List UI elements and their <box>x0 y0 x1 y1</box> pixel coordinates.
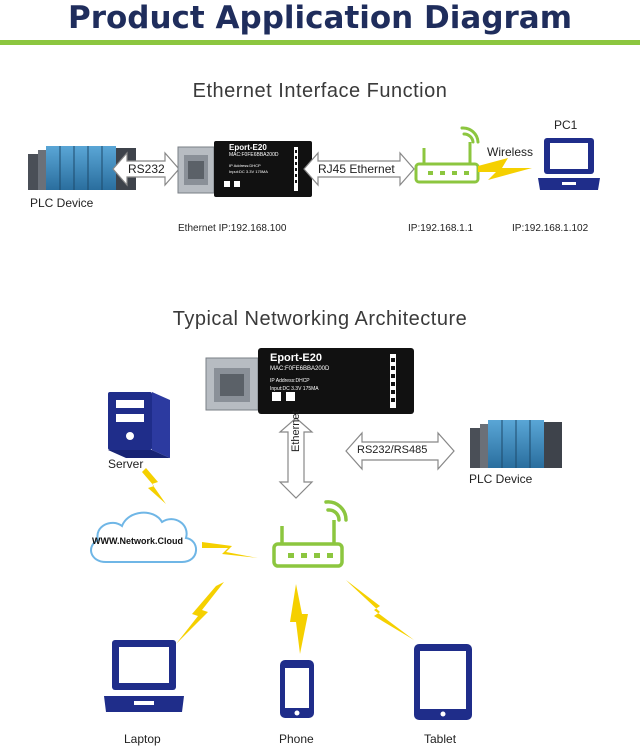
module-model-label-main: Eport-E20 <box>270 352 322 364</box>
phone-label: Phone <box>279 732 314 746</box>
module-power-label-main: Input:DC 3.3V 175MA <box>270 386 319 392</box>
laptop-label: Laptop <box>124 732 161 746</box>
module-mac-label-main: MAC:F0FE6BBA200D <box>270 366 330 372</box>
ethernet-module-icon <box>177 141 312 197</box>
bolt-router-tablet <box>346 580 414 640</box>
module-model-label: Eport-E20 <box>229 143 267 152</box>
module-power-label: Input:DC 3.3V 175MA <box>229 169 268 174</box>
router-icon-main <box>272 500 348 568</box>
ethernet-module-icon-main <box>205 348 414 414</box>
plc-device-label: PLC Device <box>30 196 94 210</box>
laptop-icon <box>104 640 184 712</box>
rj45-arrow <box>303 151 415 187</box>
plc-device-icon-2 <box>470 420 562 468</box>
bolt-cloud-router <box>202 542 258 558</box>
pc1-label: PC1 <box>554 118 578 132</box>
ethernet-arrow <box>278 417 314 499</box>
cloud-label: WWW.Network.Cloud <box>92 536 183 546</box>
rs232-label: RS232 <box>128 162 165 176</box>
pc-laptop-icon <box>538 138 600 190</box>
section-title-ethernet-interface: Ethernet Interface Function <box>192 80 448 102</box>
cloud-icon <box>90 511 197 563</box>
rs232-rs485-label: RS232/RS485 <box>357 444 428 456</box>
wireless-label: Wireless <box>487 145 534 159</box>
server-label: Server <box>108 457 144 471</box>
router-ip-label: IP:192.168.1.1 <box>408 223 474 234</box>
page-title: Product Application Diagram <box>67 0 573 36</box>
bolt-server-cloud <box>142 468 166 504</box>
plc-device-icon <box>28 146 136 190</box>
tablet-label: Tablet <box>424 732 457 746</box>
rs232-rs485-arrow <box>345 431 455 471</box>
phone-icon <box>280 660 314 718</box>
router-icon <box>414 126 480 184</box>
bolt-router-laptop <box>176 582 224 644</box>
module-ip-mode-label: IP Address:DHCP <box>229 163 261 168</box>
section-title-networking-architecture: Typical Networking Architecture <box>172 308 468 330</box>
module-ip-mode-label-main: IP Address:DHCP <box>270 378 310 384</box>
module-ip-label: Ethernet IP:192.168.100 <box>178 223 287 234</box>
pc-ip-label: IP:192.168.1.102 <box>512 223 589 234</box>
server-icon <box>108 392 170 458</box>
module-mac-label: MAC:F0FE6BBA200D <box>229 152 279 158</box>
title-underline <box>0 40 640 45</box>
tablet-icon <box>414 644 472 720</box>
rj45-ethernet-label: RJ45 Ethernet <box>318 162 395 176</box>
bolt-router-phone <box>290 584 308 654</box>
plc-device-label-2: PLC Device <box>469 472 533 486</box>
wireless-bolt-icon <box>478 158 532 180</box>
ethernet-label: Ethernet <box>290 410 302 452</box>
